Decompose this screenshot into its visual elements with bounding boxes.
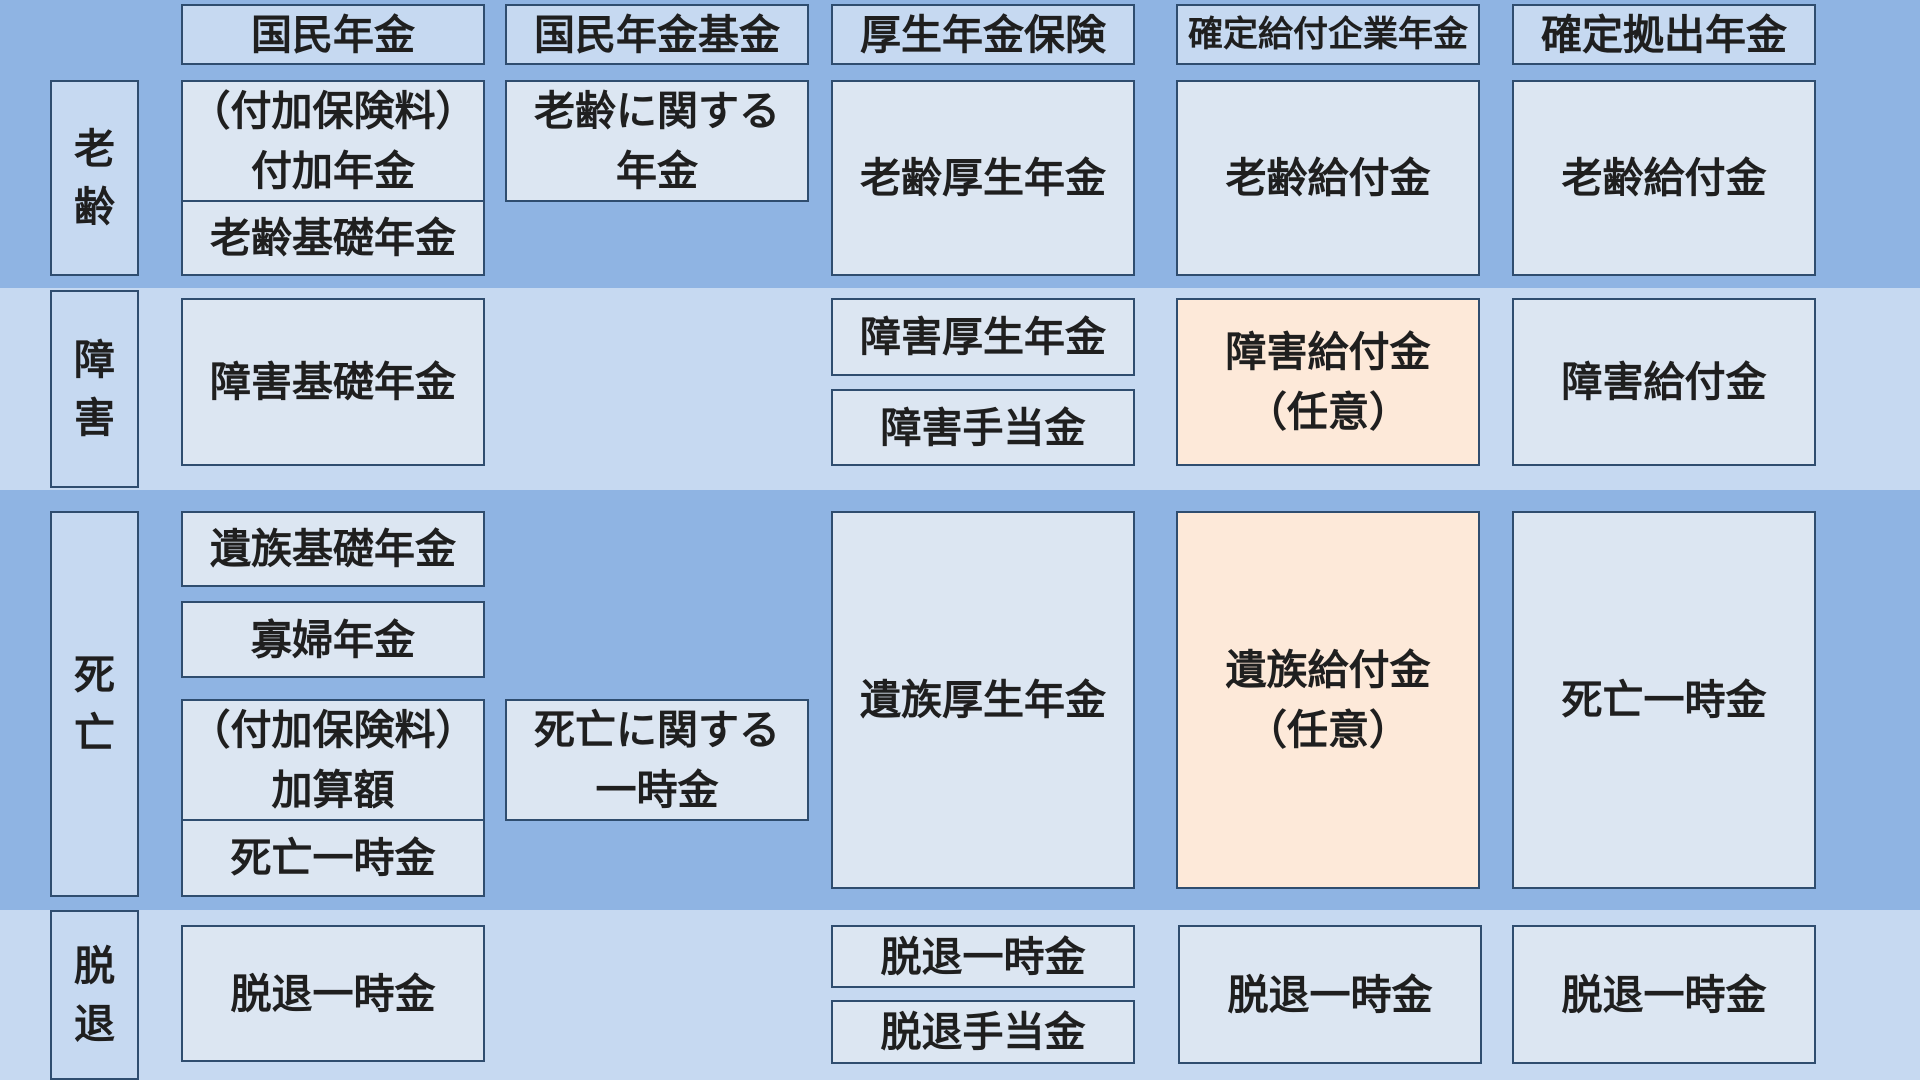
cell-rourei-kosei-nenkin: 老齢厚生年金 — [831, 80, 1135, 276]
cell-fuka-nenkin: （付加保険料） 付加年金 — [181, 80, 485, 202]
cell-shougai-teate: 障害手当金 — [831, 389, 1135, 466]
cell-rourei-kiso-nenkin: 老齢基礎年金 — [181, 200, 485, 276]
category-dattai: 脱 退 — [50, 910, 139, 1080]
cell-izoku-db-kyufu: 遺族給付金 （任意） — [1176, 511, 1480, 889]
cell-shougai-db-kyufu: 障害給付金 （任意） — [1176, 298, 1480, 466]
cell-shougai-kosei-nenkin: 障害厚生年金 — [831, 298, 1135, 376]
cell-izoku-kosei-nenkin: 遺族厚生年金 — [831, 511, 1135, 889]
header-kakutei-kyoshutsu: 確定拠出年金 — [1512, 4, 1816, 65]
cell-dattai-kosei-ichijikin: 脱退一時金 — [831, 925, 1135, 988]
cell-izoku-kiso-nenkin: 遺族基礎年金 — [181, 511, 485, 587]
category-shougai: 障 害 — [50, 290, 139, 488]
header-kosei-nenkin-hoken: 厚生年金保険 — [831, 4, 1135, 65]
category-rourei: 老 齢 — [50, 80, 139, 276]
cell-dattai-teate: 脱退手当金 — [831, 1000, 1135, 1064]
cell-shougai-dc-kyufu: 障害給付金 — [1512, 298, 1816, 466]
header-kakutei-kyufu: 確定給付企業年金 — [1176, 4, 1480, 65]
cell-dattai-dc-ichijikin: 脱退一時金 — [1512, 925, 1816, 1064]
cell-dattai-db-ichijikin: 脱退一時金 — [1178, 925, 1482, 1064]
cell-shibou-dc-ichijikin: 死亡一時金 — [1512, 511, 1816, 889]
category-shibou: 死 亡 — [50, 511, 139, 897]
header-kokumin-nenkin-kikin: 国民年金基金 — [505, 4, 809, 65]
cell-rourei-kikin-nenkin: 老齢に関する 年金 — [505, 80, 809, 202]
cell-dattai-kokumin-ichijikin: 脱退一時金 — [181, 925, 485, 1062]
cell-rourei-dc-kyufu: 老齢給付金 — [1512, 80, 1816, 276]
header-kokumin-nenkin: 国民年金 — [181, 4, 485, 65]
cell-shibou-ichijikin: 死亡一時金 — [181, 819, 485, 897]
cell-kasangaku: （付加保険料） 加算額 — [181, 699, 485, 821]
cell-shougai-kiso-nenkin: 障害基礎年金 — [181, 298, 485, 466]
cell-kafu-nenkin: 寡婦年金 — [181, 601, 485, 678]
cell-rourei-db-kyufu: 老齢給付金 — [1176, 80, 1480, 276]
cell-shibou-kikin-ichijikin: 死亡に関する 一時金 — [505, 699, 809, 821]
